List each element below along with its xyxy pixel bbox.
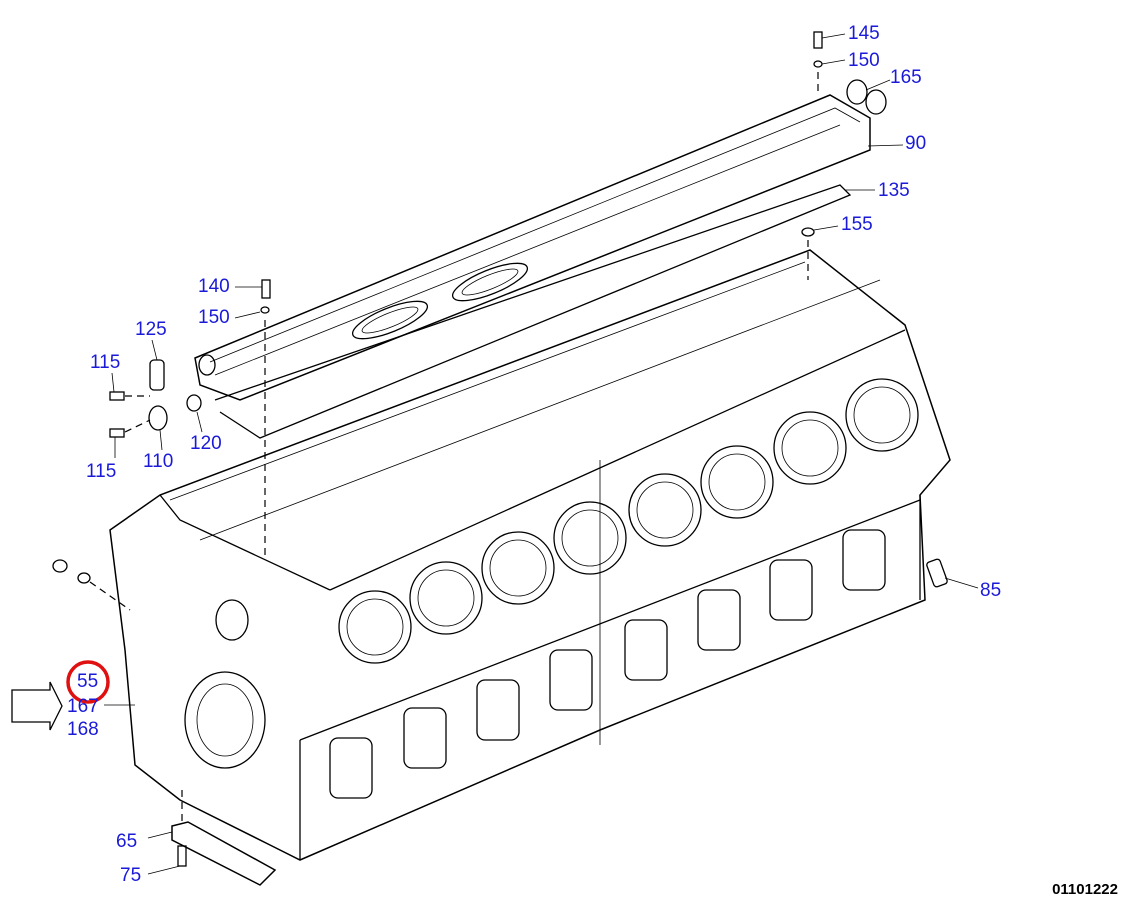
assembly-dash-lines bbox=[89, 72, 819, 826]
callout-135[interactable]: 135 bbox=[878, 180, 910, 201]
callout-167[interactable]: 167 bbox=[67, 696, 99, 717]
callout-155[interactable]: 155 bbox=[841, 214, 873, 235]
gasket-135-part bbox=[214, 184, 852, 439]
callout-165[interactable]: 165 bbox=[890, 67, 922, 88]
view-direction-arrow bbox=[11, 681, 63, 731]
callout-150-left[interactable]: 150 bbox=[198, 307, 230, 328]
callout-140[interactable]: 140 bbox=[198, 276, 230, 297]
callout-150-top[interactable]: 150 bbox=[848, 50, 880, 71]
callout-85[interactable]: 85 bbox=[980, 580, 1002, 601]
cylinder-bores bbox=[338, 378, 919, 664]
callout-120[interactable]: 120 bbox=[190, 433, 222, 454]
callout-115-upper[interactable]: 115 bbox=[90, 352, 121, 373]
leader-lines bbox=[104, 33, 979, 875]
callout-115-lower[interactable]: 115 bbox=[86, 461, 117, 482]
top-cover-part bbox=[194, 94, 871, 401]
callout-145[interactable]: 145 bbox=[848, 23, 880, 44]
engine-block-part bbox=[109, 249, 951, 861]
flywheel-housing-end bbox=[184, 599, 266, 769]
drawing-number: 01101222 bbox=[1052, 881, 1118, 898]
callout-125[interactable]: 125 bbox=[135, 319, 167, 340]
highlight-ring bbox=[66, 660, 110, 704]
crankcase-openings bbox=[329, 529, 886, 799]
callout-110[interactable]: 110 bbox=[143, 451, 174, 472]
callout-90[interactable]: 90 bbox=[905, 133, 927, 154]
callout-75[interactable]: 75 bbox=[120, 865, 142, 886]
callout-65[interactable]: 65 bbox=[116, 831, 138, 852]
sensor-plug-parts bbox=[52, 31, 948, 886]
callout-55[interactable]: 55 bbox=[77, 671, 99, 692]
callout-168[interactable]: 168 bbox=[67, 719, 99, 740]
